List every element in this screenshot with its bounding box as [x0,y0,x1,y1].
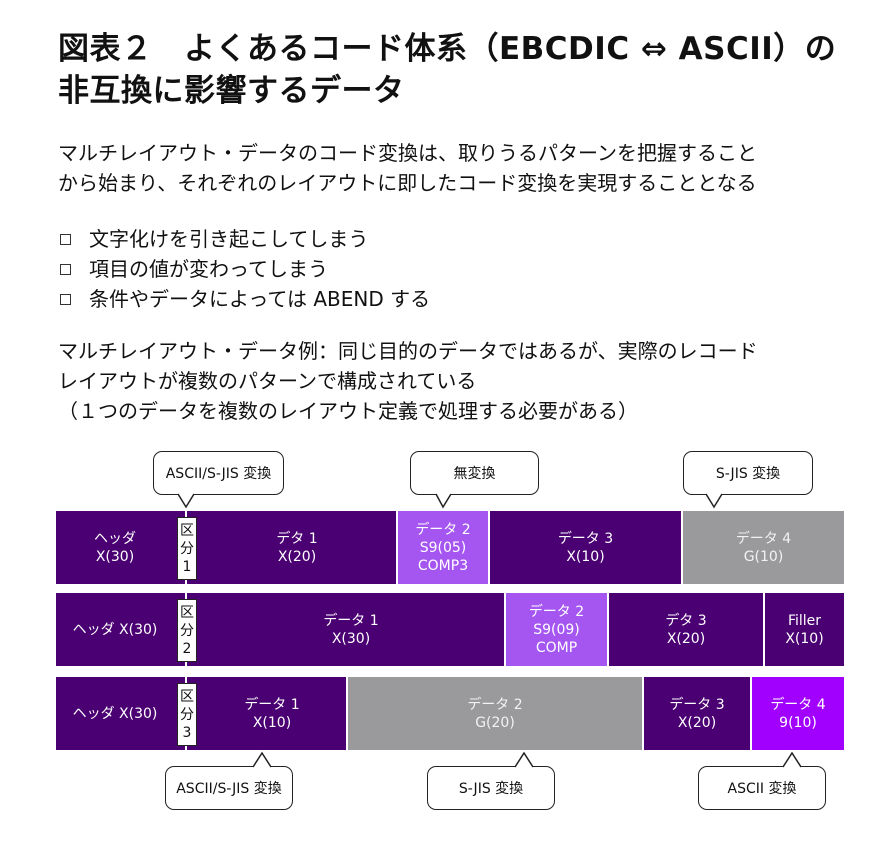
figure-title-line-2: 非互換に影響するデータ [58,73,405,109]
callout-ascii-sjis-top: ASCII/S-JIS 変換 [153,451,284,495]
segment-label-line: データ 1 [244,696,300,713]
kubun-char: 区 [180,688,194,705]
segment-label-line: X(10) [566,548,605,565]
checkbox-square-icon [60,263,71,275]
issue-list-item: 項目の値が変わってしまう [58,254,430,284]
segment-label-line: G(20) [475,714,515,731]
callout-ascii-bottom: ASCII 変換 [698,766,826,810]
example-line-1: マルチレイアウト・データ例：同じ目的のデータではあるが、実際のレコード [58,339,758,363]
intro-line-2: から始まり、それぞれのレイアウトに即したコード変換を実現することとなる [58,171,757,195]
segment-header: ヘッダ X(30) [56,677,174,750]
kubun-char: 分 [180,540,194,557]
issue-list: 文字化けを引き起こしてしまう 項目の値が変わってしまう 条件やデータによっては … [58,224,430,314]
segment-label-line: X(20) [277,548,317,565]
segment-label-line: ヘッダ X(30) [72,621,158,638]
segment-label-line: デタ 1 [276,530,318,547]
kubun-char: 区 [180,522,194,539]
segment-label-line: X(20) [666,630,706,647]
callout-tail [514,751,534,768]
kubun-char: 1 [182,558,192,575]
figure-title: 図表２ よくあるコード体系（EBCDIC ⇔ ASCII）の 非互換に影響するデ… [58,28,878,112]
segment-label-line: X(30) [95,548,135,565]
figure-title-line-1: 図表２ よくあるコード体系（EBCDIC ⇔ ASCII）の [58,31,837,67]
example-line-3: （１つのデータを複数のレイアウト定義で処理する必要がある） [58,399,638,423]
callout-tail [177,493,195,509]
checkbox-square-icon [60,233,71,245]
callout-tail [252,751,272,768]
example-paragraph: マルチレイアウト・データ例：同じ目的のデータではあるが、実際のレコード レイアウ… [58,336,878,426]
segment-label-line: X(10) [785,630,824,647]
segment-label-line: データ 2 [415,521,471,538]
segment-label-line: デタ 3 [665,612,707,629]
issue-list-item: 文字化けを引き起こしてしまう [58,224,430,254]
checkbox-square-icon [60,293,71,305]
callout-tail [435,493,452,509]
segment-label-line: COMP3 [417,557,469,574]
callout-no-conversion: 無変換 [410,451,539,495]
segment-label-line: データ 4 [770,696,826,713]
segment-label-line: データ 3 [557,530,614,547]
issue-text: 条件やデータによっては ABEND する [89,287,431,311]
callout-sjis-bottom: S-JIS 変換 [427,766,555,810]
segment-label-line: X(30) [331,630,371,647]
kubun-char: 区 [180,604,194,621]
segment-label-line: 9(10) [779,714,817,731]
segment-label-line: データ 2 [467,696,523,713]
segment-label-line: G(10) [743,548,784,565]
segment-label-line: ヘッダ [94,530,136,547]
kubun-char: 分 [180,706,194,723]
intro-line-1: マルチレイアウト・データのコード変換は、取りうるパターンを把握すること [58,141,757,165]
example-line-2: レイアウトが複数のパターンで構成されている [58,369,477,393]
segment-label-line: データ 4 [735,530,792,547]
segment-label-line: X(20) [677,714,717,731]
segment-label-line: X(10) [252,714,292,731]
kubun-char: 3 [182,724,192,741]
callout-tail [782,751,802,768]
segment-label-line: Filler [787,612,822,629]
segment-label-line: S9(05) [419,539,467,556]
segment-header: ヘッダ X(30) [56,593,174,666]
kubun-char: 分 [180,622,194,639]
issue-text: 文字化けを引き起こしてしまう [89,227,369,251]
callout-ascii-sjis-bottom: ASCII/S-JIS 変換 [165,766,293,810]
issue-text: 項目の値が変わってしまう [89,257,328,281]
segment-label-line: データ 3 [669,696,725,713]
kubun-char: 2 [182,640,192,657]
segment-label-line: ヘッダ X(30) [72,705,158,722]
segment-label-line: S9(09) [533,621,580,638]
issue-list-item: 条件やデータによっては ABEND する [58,284,430,314]
segment-label-line: データ 2 [528,603,585,620]
segment-label-line: データ 1 [323,612,379,629]
callout-tail [705,493,723,509]
segment-label-line: COMP [535,639,578,656]
intro-paragraph: マルチレイアウト・データのコード変換は、取りうるパターンを把握すること から始ま… [58,138,878,198]
callout-sjis-top: S-JIS 変換 [683,451,813,495]
